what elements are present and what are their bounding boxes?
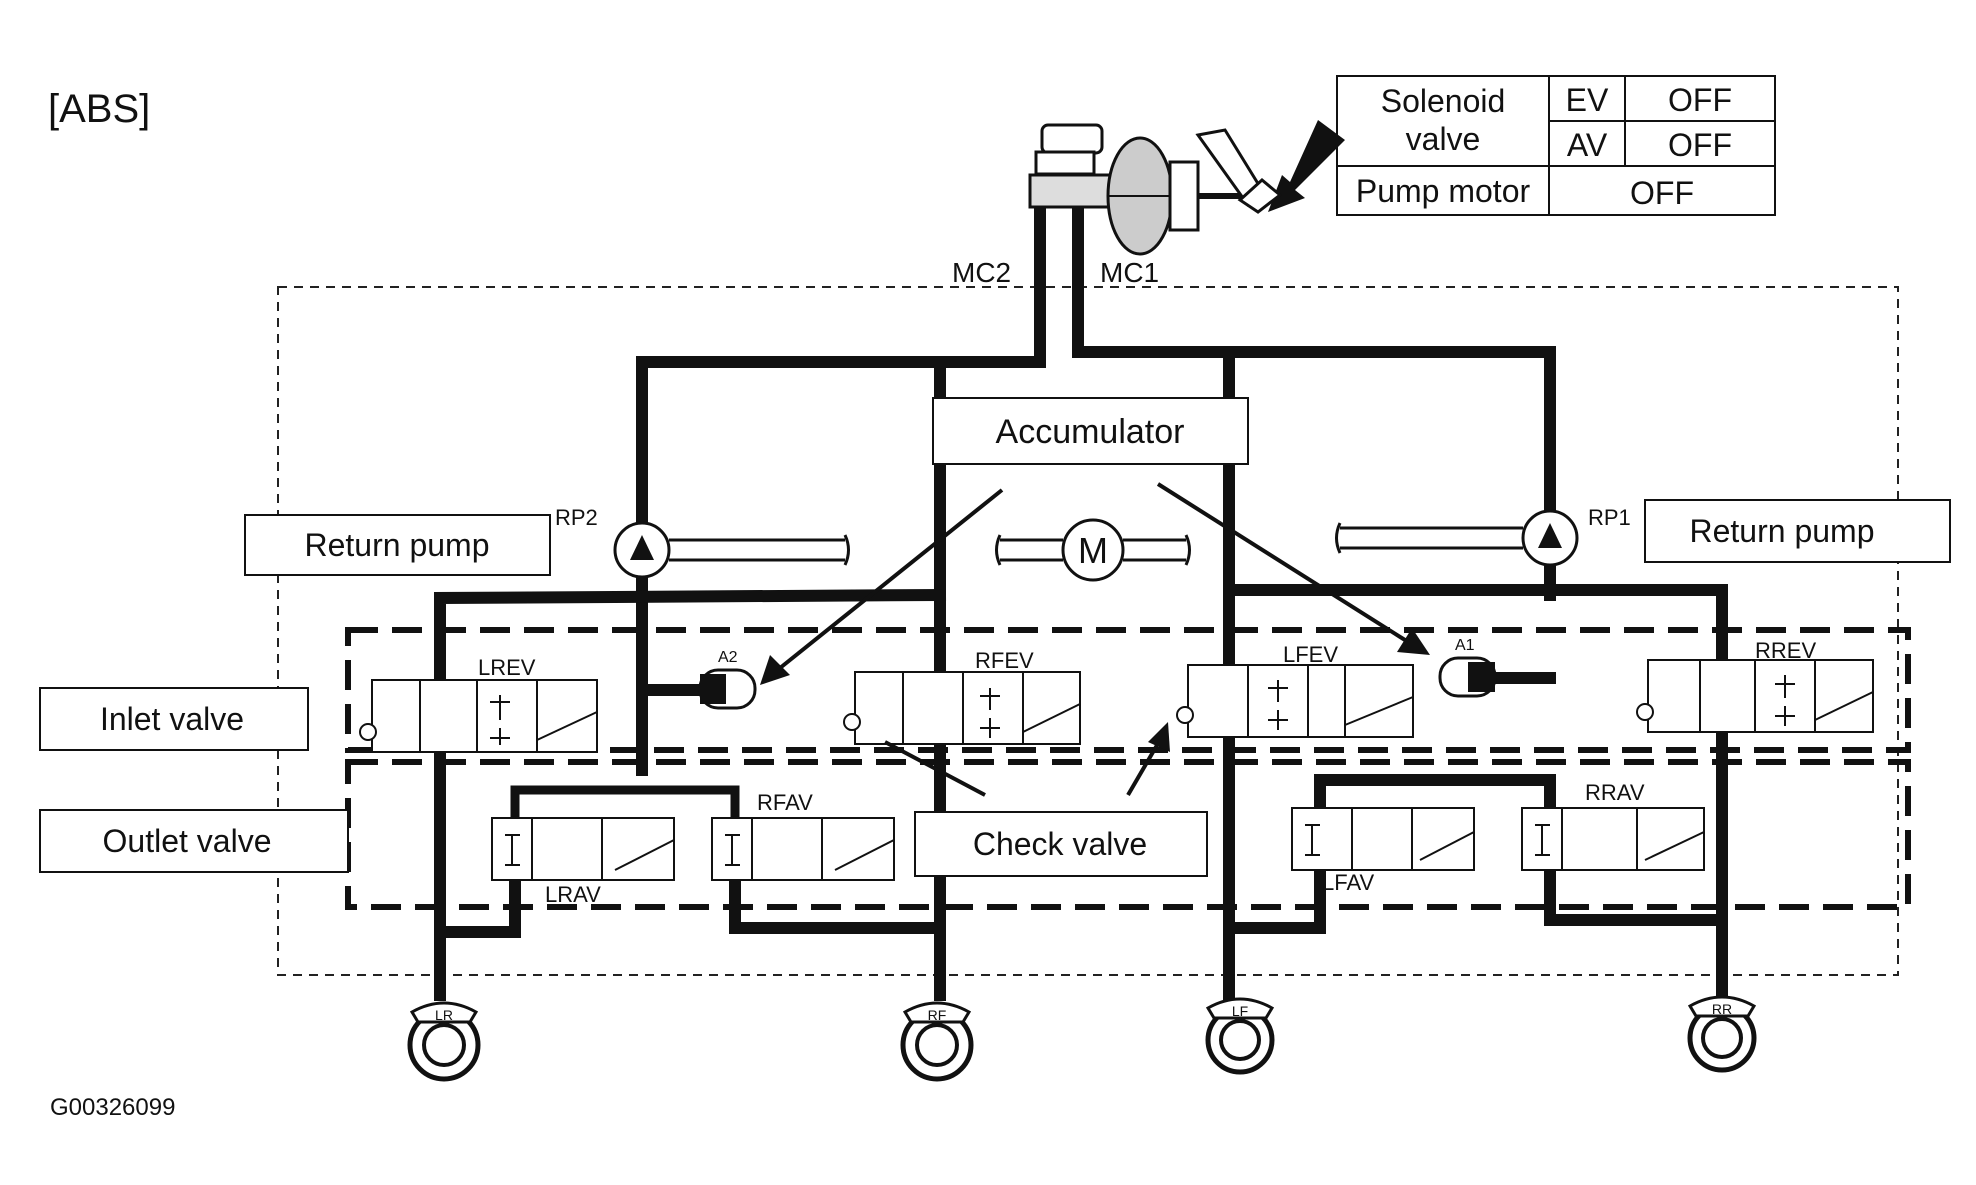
- svg-text:Inlet valve: Inlet valve: [100, 701, 244, 737]
- check-valve-callout: Check valve: [914, 811, 1208, 877]
- motor-symbol: M: [1078, 530, 1108, 571]
- inlet-valve-row: [345, 627, 1911, 753]
- outlet-valve-callout: Outlet valve: [39, 809, 349, 873]
- solenoid-valve-label-line2: valve: [1406, 121, 1481, 157]
- svg-text:RF: RF: [928, 1007, 947, 1023]
- outlet-valve-row: [345, 759, 1911, 910]
- wheel-lf: LF: [1205, 997, 1275, 1075]
- svg-text:Return pump: Return pump: [1690, 513, 1875, 549]
- status-table: Solenoid valve EV OFF AV OFF Pump motor …: [1336, 75, 1776, 216]
- rfav-label: RFAV: [757, 790, 813, 815]
- outlet-valve-rfav: [711, 817, 895, 881]
- wheel-rf: RF: [900, 1001, 974, 1082]
- accumulator-callout: Accumulator: [932, 397, 1249, 465]
- return-pump-right-callout: Return pump: [1644, 499, 1951, 563]
- pump-motor-label: Pump motor: [1356, 173, 1531, 209]
- inlet-valve-lrev: [359, 679, 598, 753]
- outlet-valve-rrav: [1521, 807, 1705, 871]
- svg-text:Return pump: Return pump: [305, 527, 490, 563]
- svg-text:Accumulator: Accumulator: [996, 413, 1185, 451]
- pump-motor-state: OFF: [1630, 175, 1694, 211]
- return-pump-rp2: [613, 521, 850, 579]
- mc1-label: MC1: [1100, 257, 1159, 288]
- accumulator-a2: [698, 668, 757, 710]
- inlet-valve-rrev: [1636, 659, 1874, 733]
- section-label: [ABS]: [48, 87, 150, 131]
- ev-label: EV: [1566, 82, 1609, 118]
- svg-text:LR: LR: [435, 1007, 453, 1023]
- pedal-arrow-icon: [1268, 120, 1345, 212]
- lfev-label: LFEV: [1283, 642, 1338, 667]
- lrev-label: LREV: [478, 655, 536, 680]
- rfev-label: RFEV: [975, 648, 1034, 673]
- figure-id: G00326099: [50, 1094, 175, 1121]
- a2-label: A2: [718, 649, 738, 666]
- rrev-label: RREV: [1755, 638, 1816, 663]
- accumulator-a1: [1438, 656, 1497, 698]
- outlet-valve-lrav: [491, 817, 675, 881]
- inlet-valve-callout: Inlet valve: [39, 687, 309, 751]
- return-pump-left-callout: Return pump: [244, 514, 551, 576]
- hcu-boundary: [277, 286, 1899, 976]
- master-cylinder-assembly: [1028, 123, 1283, 256]
- inlet-valve-rfev: [843, 671, 1081, 745]
- av-state: OFF: [1668, 127, 1732, 163]
- leader-lines: [760, 482, 1430, 797]
- rp2-label: RP2: [555, 505, 598, 530]
- wheel-rr: RR: [1687, 995, 1757, 1073]
- lrav-label: LRAV: [545, 882, 601, 907]
- rp1-label: RP1: [1588, 505, 1631, 530]
- a1-label: A1: [1455, 637, 1475, 654]
- wheel-lr: LR: [407, 1001, 481, 1082]
- svg-text:Outlet valve: Outlet valve: [103, 823, 272, 859]
- outlet-valve-lfav: [1291, 807, 1475, 871]
- return-pump-rp1: [1335, 509, 1579, 567]
- av-label: AV: [1567, 127, 1608, 163]
- pump-motor: M: [995, 518, 1191, 582]
- svg-text:RR: RR: [1712, 1001, 1732, 1017]
- lfav-label: LFAV: [1322, 870, 1375, 895]
- solenoid-valve-label-line1: Solenoid: [1381, 83, 1506, 119]
- svg-text:LF: LF: [1232, 1003, 1248, 1019]
- ev-state: OFF: [1668, 82, 1732, 118]
- mc2-label: MC2: [952, 257, 1011, 288]
- rrav-label: RRAV: [1585, 780, 1645, 805]
- svg-text:Check valve: Check valve: [973, 826, 1147, 862]
- inlet-valve-lfev: [1176, 664, 1414, 738]
